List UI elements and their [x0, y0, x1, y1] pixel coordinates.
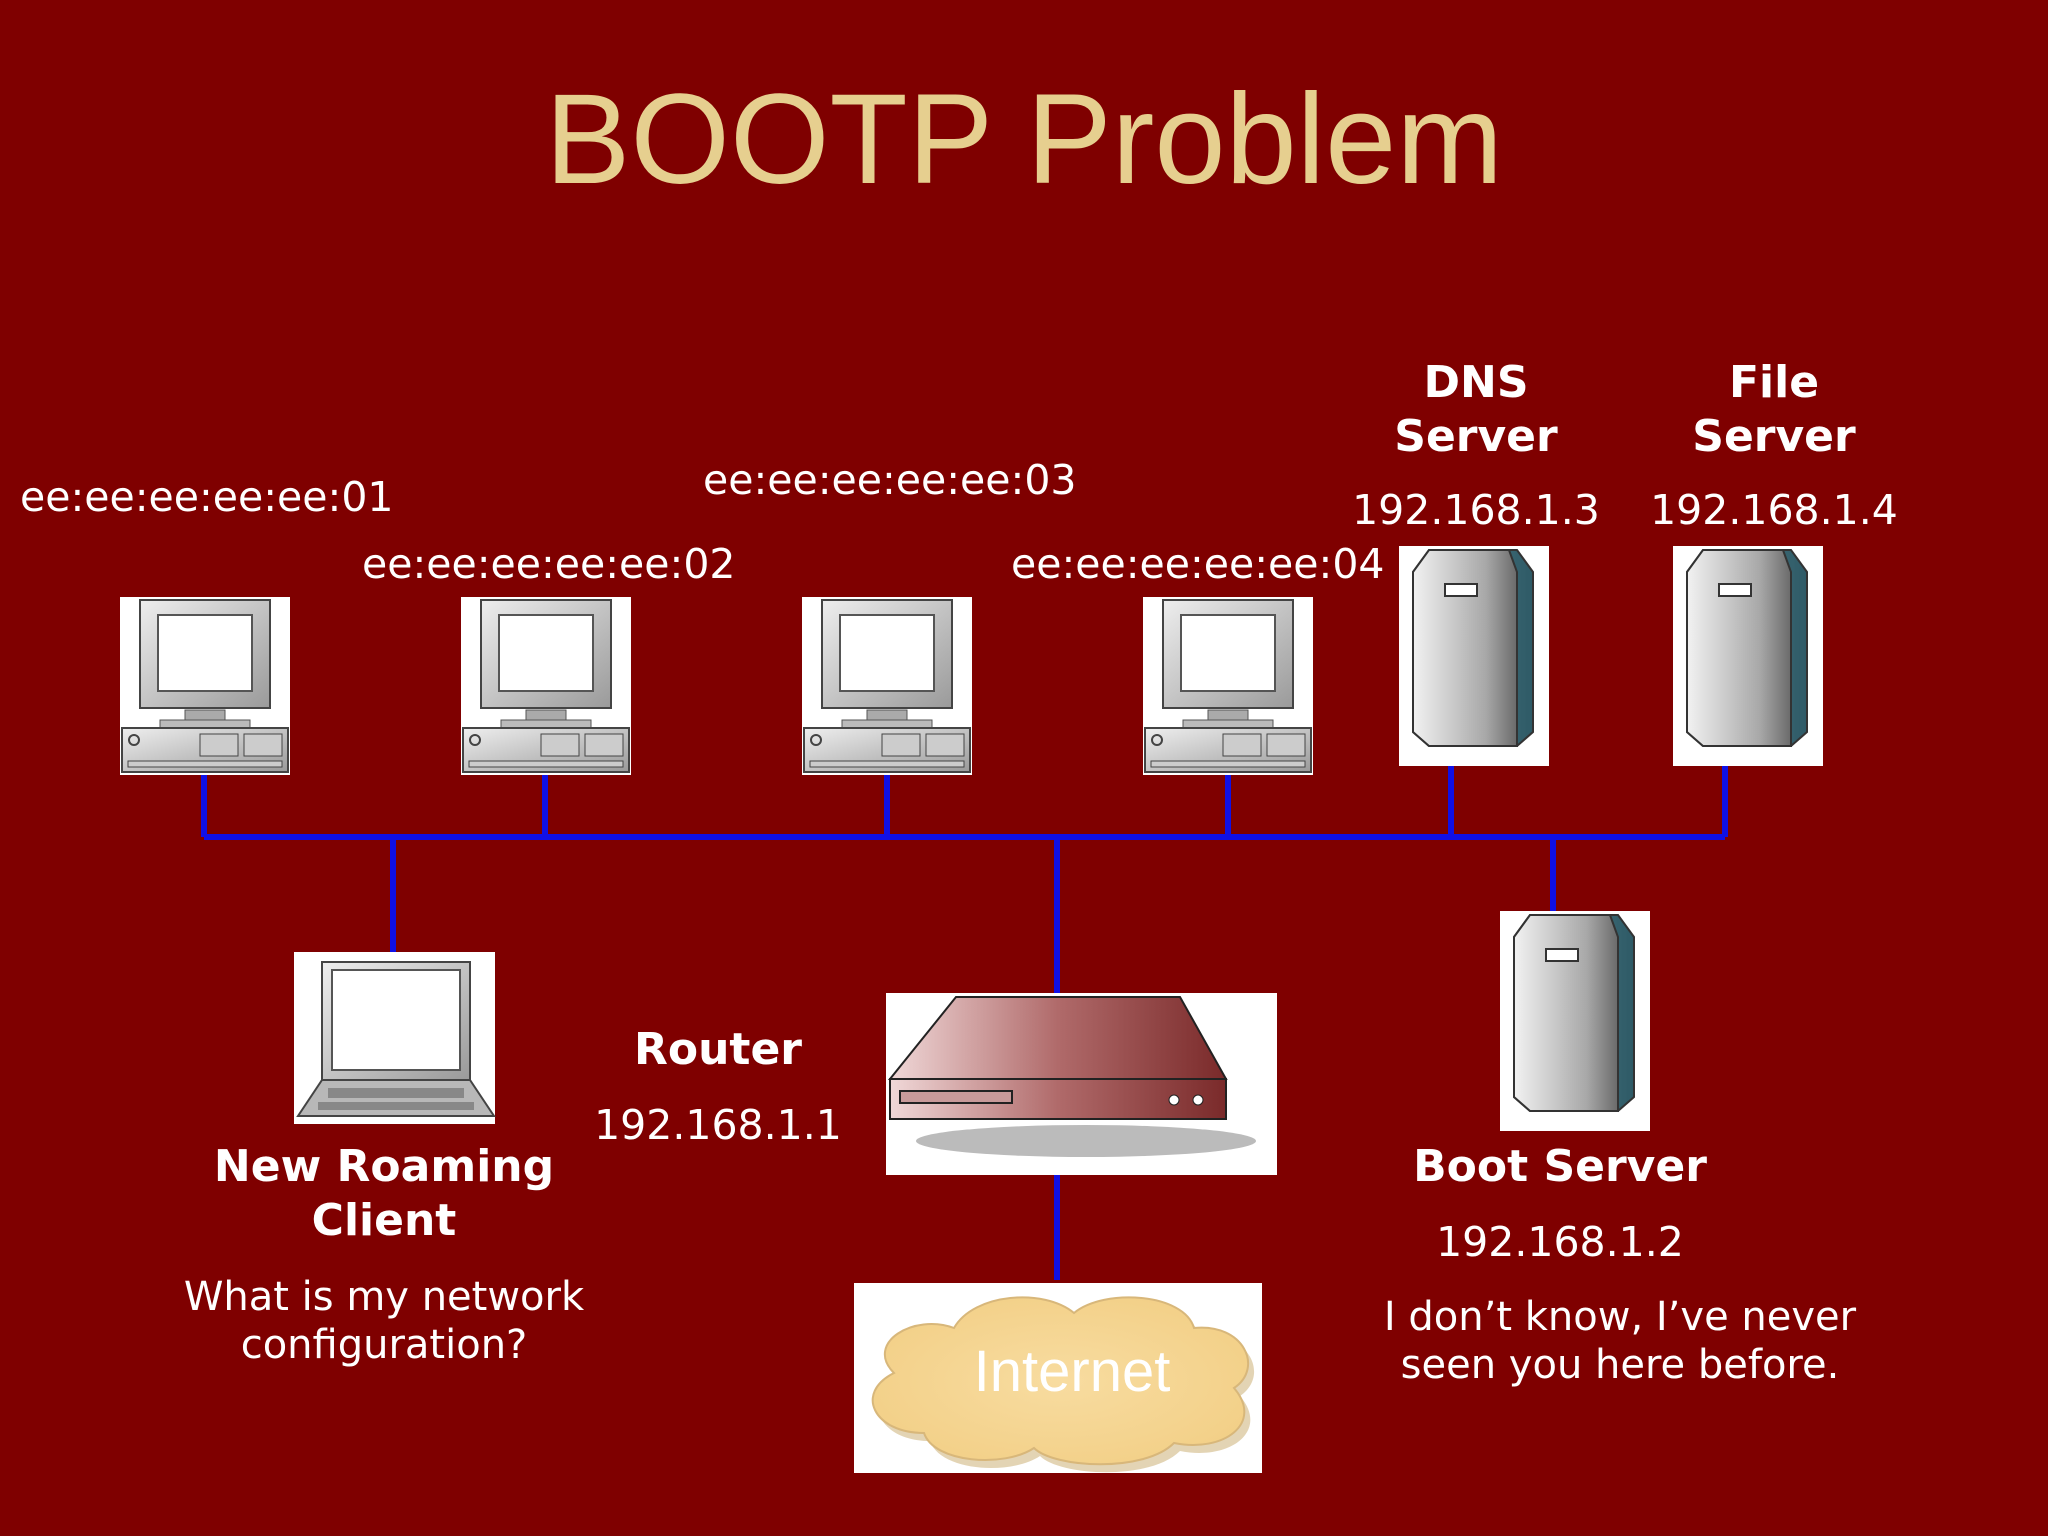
boot-server-label: Boot Server: [1413, 1141, 1707, 1192]
client-message: What is my network configuration?: [183, 1274, 585, 1368]
boot-server-icon: [1500, 911, 1650, 1131]
dns-server-ip: 192.168.1.3: [1352, 486, 1600, 534]
desktop-computer-icon: [461, 597, 631, 775]
dns-server-label: DNS Server: [1394, 357, 1558, 462]
file-server-ip: 192.168.1.4: [1650, 486, 1898, 534]
client-label: New Roaming Client: [213, 1141, 555, 1246]
host-mac-label: ee:ee:ee:ee:ee:01: [20, 473, 394, 521]
boot-server-ip: 192.168.1.2: [1436, 1218, 1684, 1266]
boot-server-message: I don’t know, I’ve never seen you here b…: [1383, 1294, 1857, 1388]
router-icon: [886, 993, 1277, 1175]
desktop-computer-icon: [120, 597, 290, 775]
laptop-icon: [294, 952, 496, 1124]
internet-cloud-icon: Internet: [854, 1283, 1262, 1473]
file-server-icon: [1673, 546, 1823, 766]
router-ip: 192.168.1.1: [594, 1101, 842, 1149]
file-server-label: File Server: [1692, 357, 1856, 462]
host-mac-label: ee:ee:ee:ee:ee:04: [1011, 540, 1385, 588]
host-mac-label: ee:ee:ee:ee:ee:03: [703, 456, 1077, 504]
internet-label: Internet: [974, 1339, 1171, 1404]
dns-server-icon: [1399, 546, 1549, 766]
network-bus: [201, 735, 1728, 1280]
desktop-computer-icon: [802, 597, 972, 775]
router-label: Router: [633, 1024, 802, 1075]
host-mac-label: ee:ee:ee:ee:ee:02: [362, 540, 736, 588]
slide-title: BOOTP Problem: [545, 68, 1503, 211]
desktop-computer-icon: [1143, 597, 1313, 775]
